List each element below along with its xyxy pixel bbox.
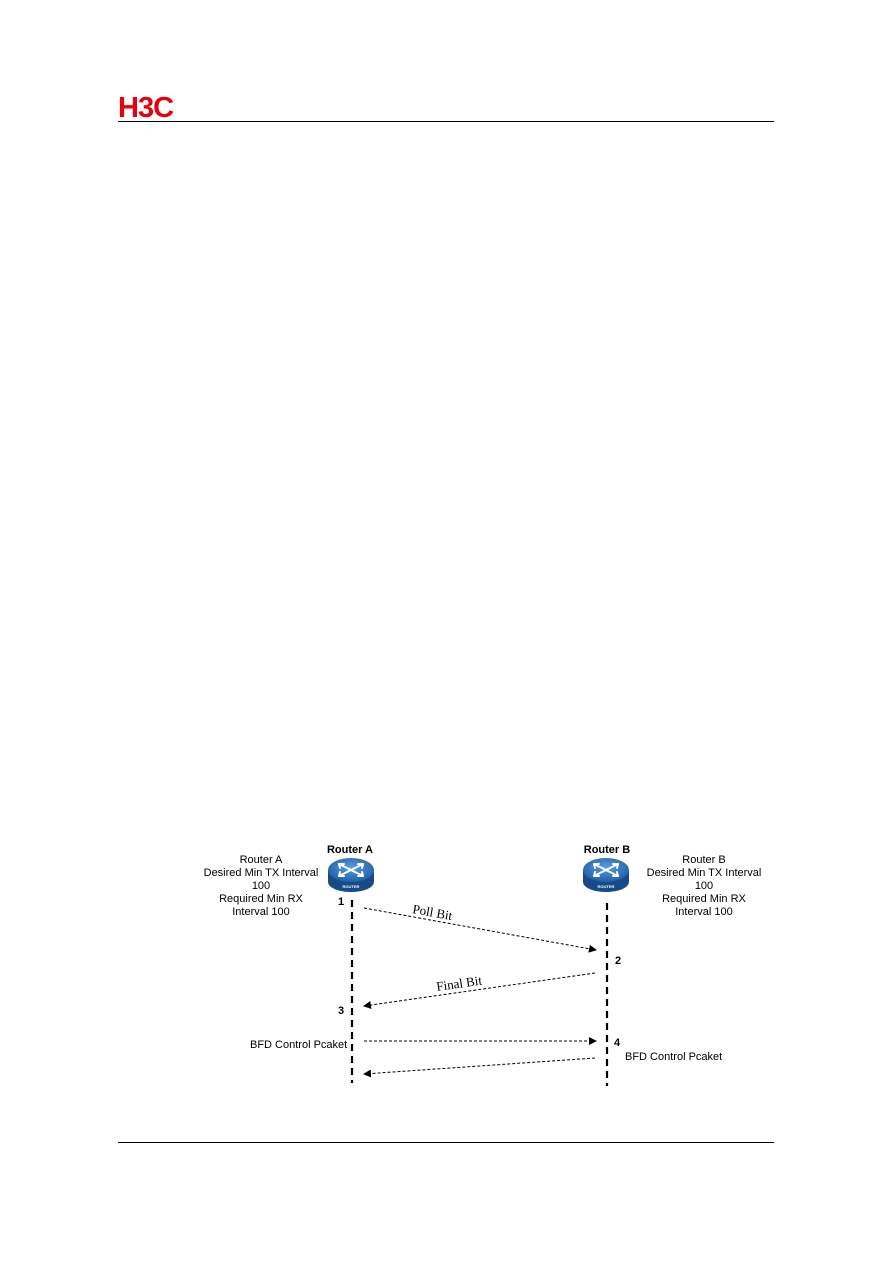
router-b-desc-line: Interval 100 (675, 906, 732, 918)
router-b-title: Router B (584, 844, 631, 856)
router-a-description: Router A Desired Min TX Interval 100 Req… (204, 854, 319, 918)
router-a-icon: ROUTER (328, 858, 374, 892)
router-a-desc-line: Interval 100 (232, 906, 289, 918)
bfd-control-arrow-b-to-a (363, 1057, 596, 1078)
router-b-desc-line: Router B (682, 854, 725, 866)
router-a-bfd-label: BFD Control Pcaket (250, 1039, 347, 1051)
header-rule (118, 121, 774, 122)
logo-text: H3C (118, 92, 174, 122)
final-bit-arrow (363, 972, 596, 1009)
router-b-icon-label: ROUTER (598, 884, 615, 889)
router-b-description: Router B Desired Min TX Interval 100 Req… (647, 854, 762, 918)
final-bit-label: Final Bit (435, 973, 483, 994)
step-4-label: 4 (614, 1037, 621, 1049)
router-b-bfd-label: BFD Control Pcaket (625, 1051, 722, 1063)
router-b-desc-line: 100 (695, 880, 713, 892)
step-1-label: 1 (338, 896, 344, 908)
router-a-desc-line: Required Min RX (219, 893, 303, 905)
poll-bit-arrow (363, 907, 597, 953)
router-b-desc-line: Desired Min TX Interval (647, 867, 762, 879)
step-3-label: 3 (338, 1005, 344, 1017)
router-a-desc-line: Router A (240, 854, 283, 866)
step-2-label: 2 (615, 955, 621, 967)
h3c-logo: H3C (118, 92, 175, 122)
footer-rule (118, 1142, 774, 1143)
router-a-desc-line: 100 (252, 880, 270, 892)
router-b-icon: ROUTER (583, 858, 629, 892)
router-a-desc-line: Desired Min TX Interval (204, 867, 319, 879)
router-b-desc-line: Required Min RX (662, 893, 746, 905)
poll-bit-label: Poll Bit (411, 901, 454, 923)
router-a-icon-label: ROUTER (343, 884, 360, 889)
router-a-title: Router A (327, 844, 373, 856)
